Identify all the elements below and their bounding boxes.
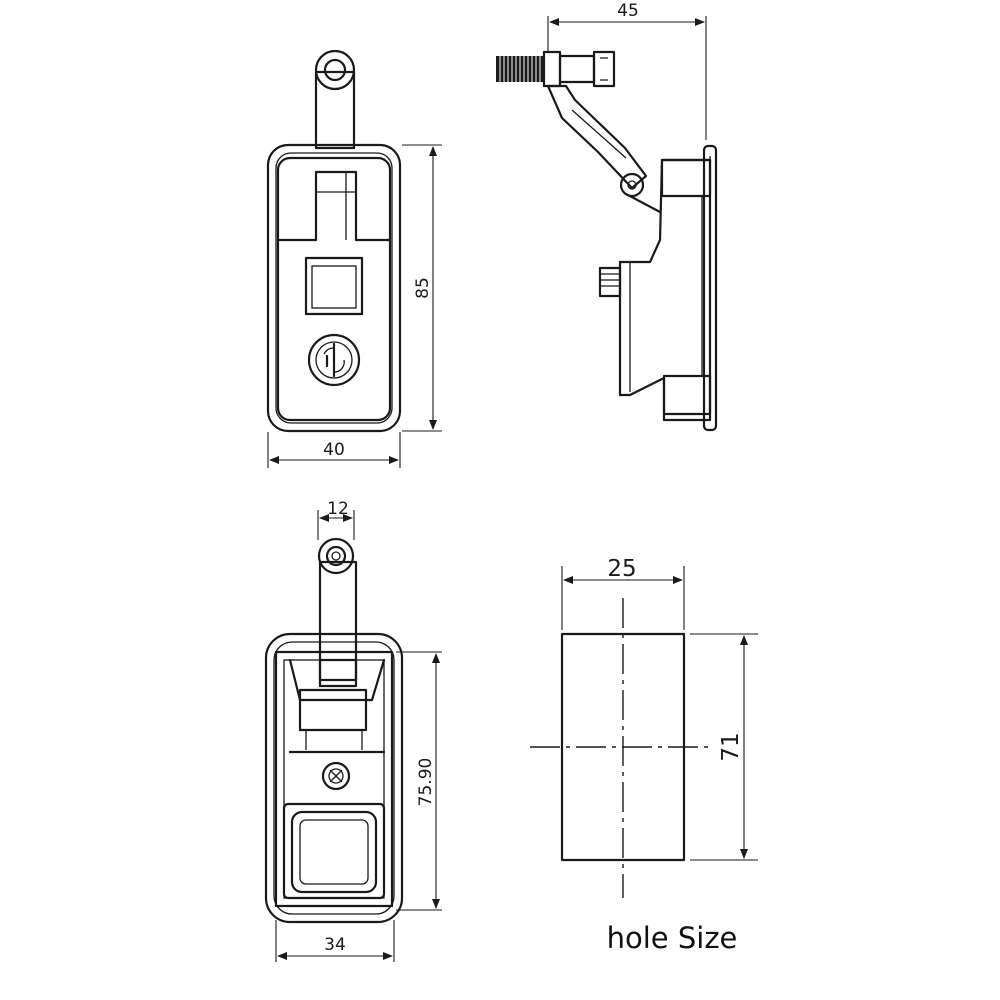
front-width-label: 40 [323, 440, 345, 460]
hole-width-dimension: 25 [561, 556, 685, 630]
front-height-label: 85 [413, 277, 433, 299]
front-view [266, 49, 402, 433]
side-depth-label: 45 [617, 1, 639, 21]
hole-height-dimension: 71 [690, 633, 758, 861]
front-width-dimension: 40 [267, 432, 401, 468]
back-height-dimension: 75.90 [396, 651, 442, 911]
hole-size-caption: hole Size [607, 921, 738, 955]
side-view [496, 50, 718, 432]
hole-height-label: 71 [718, 732, 744, 761]
back-handle-width-dimension: 12 [317, 499, 355, 540]
front-height-dimension: 85 [402, 144, 442, 432]
hole-width-label: 25 [607, 556, 636, 582]
back-view [264, 537, 404, 924]
side-depth-dimension: 45 [547, 1, 707, 140]
back-width-dimension: 34 [275, 920, 395, 962]
back-height-label: 75.90 [416, 758, 436, 807]
back-width-label: 34 [324, 935, 346, 955]
hole-size-view [530, 598, 712, 898]
back-handle-width-label: 12 [327, 499, 349, 519]
